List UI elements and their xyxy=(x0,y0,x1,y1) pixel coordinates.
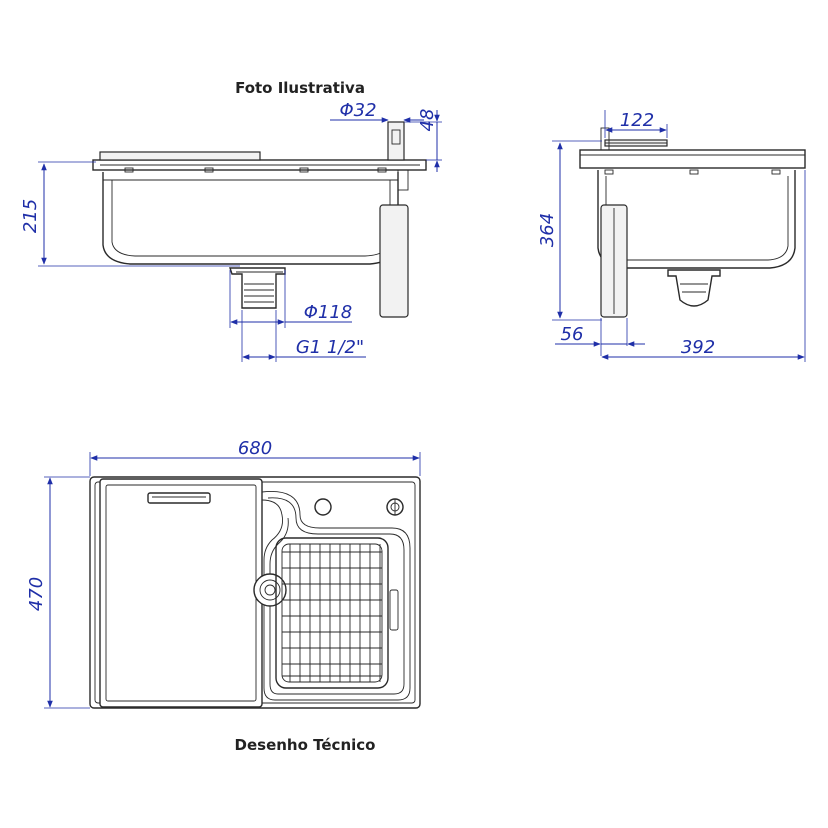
dim-side-depth: 392 xyxy=(681,337,715,358)
caption-technical: Desenho Técnico xyxy=(235,736,376,754)
dim-drain-thread: G1 1/2" xyxy=(296,337,364,358)
dim-plan-depth: 470 xyxy=(26,577,47,611)
dim-front-height: 215 xyxy=(20,199,41,233)
cutting-board-handle xyxy=(147,492,211,504)
plan-drain xyxy=(253,573,287,607)
plan-dimensions: 680 470 xyxy=(26,438,421,709)
cutting-board xyxy=(99,478,263,708)
dim-tap-height: 48 xyxy=(417,109,438,132)
dim-drain-diameter: Φ118 xyxy=(304,302,353,323)
side-dimensions: 122 364 56 392 xyxy=(537,110,806,362)
bowl-outline xyxy=(261,491,411,701)
tap-hole xyxy=(314,498,332,516)
side-view xyxy=(579,127,806,318)
dim-plan-width: 680 xyxy=(238,438,272,459)
front-view xyxy=(92,121,427,318)
side-rim xyxy=(579,149,806,169)
side-drain xyxy=(667,269,721,307)
overflow-pipe xyxy=(379,204,409,318)
dim-side-bottom-offset: 56 xyxy=(561,324,584,345)
front-bowl xyxy=(102,172,399,265)
caption-illustrative: Foto Ilustrativa xyxy=(235,79,365,97)
dim-side-top-offset: 122 xyxy=(620,110,654,131)
tap-stem xyxy=(387,121,405,161)
front-dimensions: 215 Φ32 48 Φ118 G1 1/2" xyxy=(20,100,442,362)
wire-basket xyxy=(275,537,389,689)
plan-view xyxy=(89,476,421,709)
dim-side-height: 364 xyxy=(537,213,558,247)
basket-handle xyxy=(389,589,399,631)
side-bowl xyxy=(597,170,796,269)
dim-tap-hole: Φ32 xyxy=(339,100,376,121)
cutting-board-edge xyxy=(99,151,261,161)
basket-grid xyxy=(282,544,382,682)
